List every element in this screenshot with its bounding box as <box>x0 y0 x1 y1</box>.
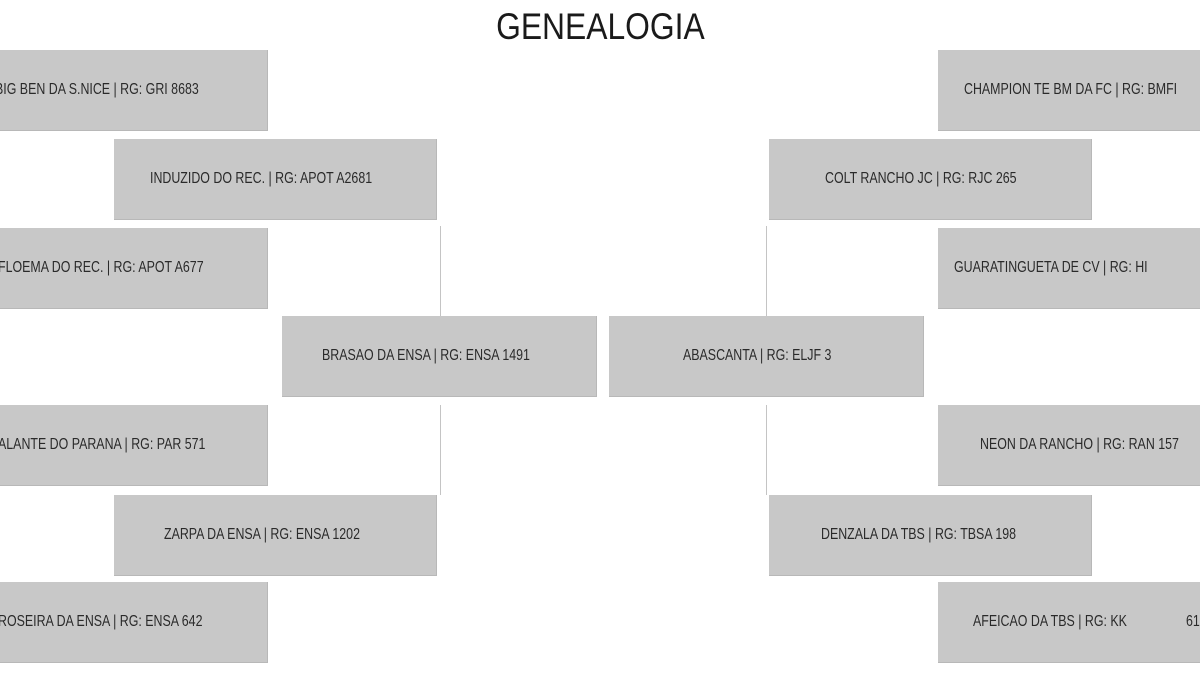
node-label: AFEICAO DA TBS | RG: KK <box>973 613 1127 630</box>
node-label: GUARATINGUETA DE CV | RG: HI <box>954 259 1148 276</box>
node-right-dam-dam[interactable]: AFEICAO DA TBS | RG: KK 61 <box>938 582 1200 663</box>
connector-right-upper <box>766 226 767 316</box>
node-label: DENZALA DA TBS | RG: TBSA 198 <box>821 526 1017 543</box>
connector-left-upper <box>440 226 441 316</box>
node-extra-label: 61 <box>1186 613 1200 630</box>
node-right-sire-dam[interactable]: GUARATINGUETA DE CV | RG: HI <box>938 228 1200 309</box>
page-title: GENEALOGIA <box>496 6 705 47</box>
node-label: ROSEIRA DA ENSA | RG: ENSA 642 <box>0 613 203 630</box>
node-left-dam[interactable]: ZARPA DA ENSA | RG: ENSA 1202 <box>114 495 437 576</box>
connector-right-lower <box>766 405 767 495</box>
node-left-subject[interactable]: BRASAO DA ENSA | RG: ENSA 1491 <box>282 316 597 397</box>
node-label: ZARPA DA ENSA | RG: ENSA 1202 <box>164 526 360 543</box>
node-label: COLT RANCHO JC | RG: RJC 265 <box>825 170 1017 187</box>
node-right-sire-sire[interactable]: CHAMPION TE BM DA FC | RG: BMFI <box>938 50 1200 131</box>
node-label: ALANTE DO PARANA | RG: PAR 571 <box>0 436 206 453</box>
node-right-dam-sire[interactable]: NEON DA RANCHO | RG: RAN 157 <box>938 405 1200 486</box>
node-label: BRASAO DA ENSA | RG: ENSA 1491 <box>322 347 530 364</box>
node-left-sire-sire[interactable]: BIG BEN DA S.NICE | RG: GRI 8683 <box>0 50 268 131</box>
node-label: ABASCANTA | RG: ELJF 3 <box>683 347 832 364</box>
node-right-subject[interactable]: ABASCANTA | RG: ELJF 3 <box>609 316 924 397</box>
node-label: BIG BEN DA S.NICE | RG: GRI 8683 <box>0 81 199 98</box>
node-left-sire[interactable]: INDUZIDO DO REC. | RG: APOT A2681 <box>114 139 437 220</box>
node-left-sire-dam[interactable]: FLOEMA DO REC. | RG: APOT A677 <box>0 228 268 309</box>
node-left-dam-dam[interactable]: ROSEIRA DA ENSA | RG: ENSA 642 <box>0 582 268 663</box>
node-label: NEON DA RANCHO | RG: RAN 157 <box>980 436 1179 453</box>
node-label: FLOEMA DO REC. | RG: APOT A677 <box>0 259 204 276</box>
node-label: INDUZIDO DO REC. | RG: APOT A2681 <box>150 170 373 187</box>
node-label: CHAMPION TE BM DA FC | RG: BMFI <box>964 81 1178 98</box>
node-left-dam-sire[interactable]: ALANTE DO PARANA | RG: PAR 571 <box>0 405 268 486</box>
connector-left-lower <box>440 405 441 495</box>
node-right-sire[interactable]: COLT RANCHO JC | RG: RJC 265 <box>769 139 1092 220</box>
node-right-dam[interactable]: DENZALA DA TBS | RG: TBSA 198 <box>769 495 1092 576</box>
